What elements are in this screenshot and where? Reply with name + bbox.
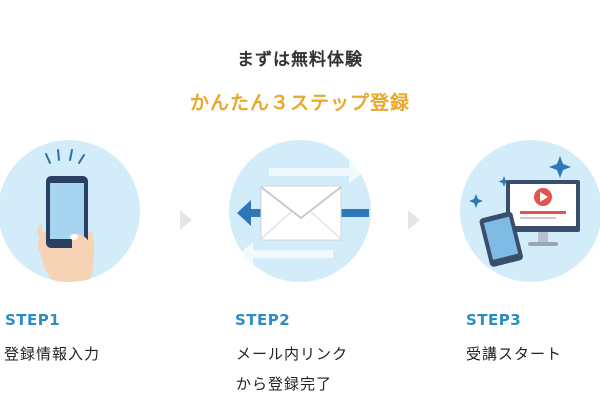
step2-description-line1: メール内リンク	[236, 345, 349, 363]
step1-illustration	[0, 140, 140, 282]
step3-label: STEP3	[466, 311, 522, 329]
step2-description-line2: から登録完了	[236, 375, 333, 393]
page-subtitle: かんたん３ステップ登録	[189, 92, 410, 114]
page-title: まずは無料体験	[237, 50, 363, 70]
step3-description: 受講スタート	[466, 345, 563, 363]
video-monitor-icon	[469, 156, 580, 267]
smartphone-tap-icon	[37, 149, 95, 282]
step-arrow-2	[408, 210, 420, 230]
step3-illustration	[460, 140, 600, 282]
step1-description: 登録情報入力	[4, 345, 101, 363]
step2-illustration	[229, 140, 371, 282]
step1-label: STEP1	[5, 311, 61, 329]
step2-label: STEP2	[235, 311, 291, 329]
mail-icon	[237, 160, 369, 266]
step-arrow-1	[180, 210, 192, 230]
